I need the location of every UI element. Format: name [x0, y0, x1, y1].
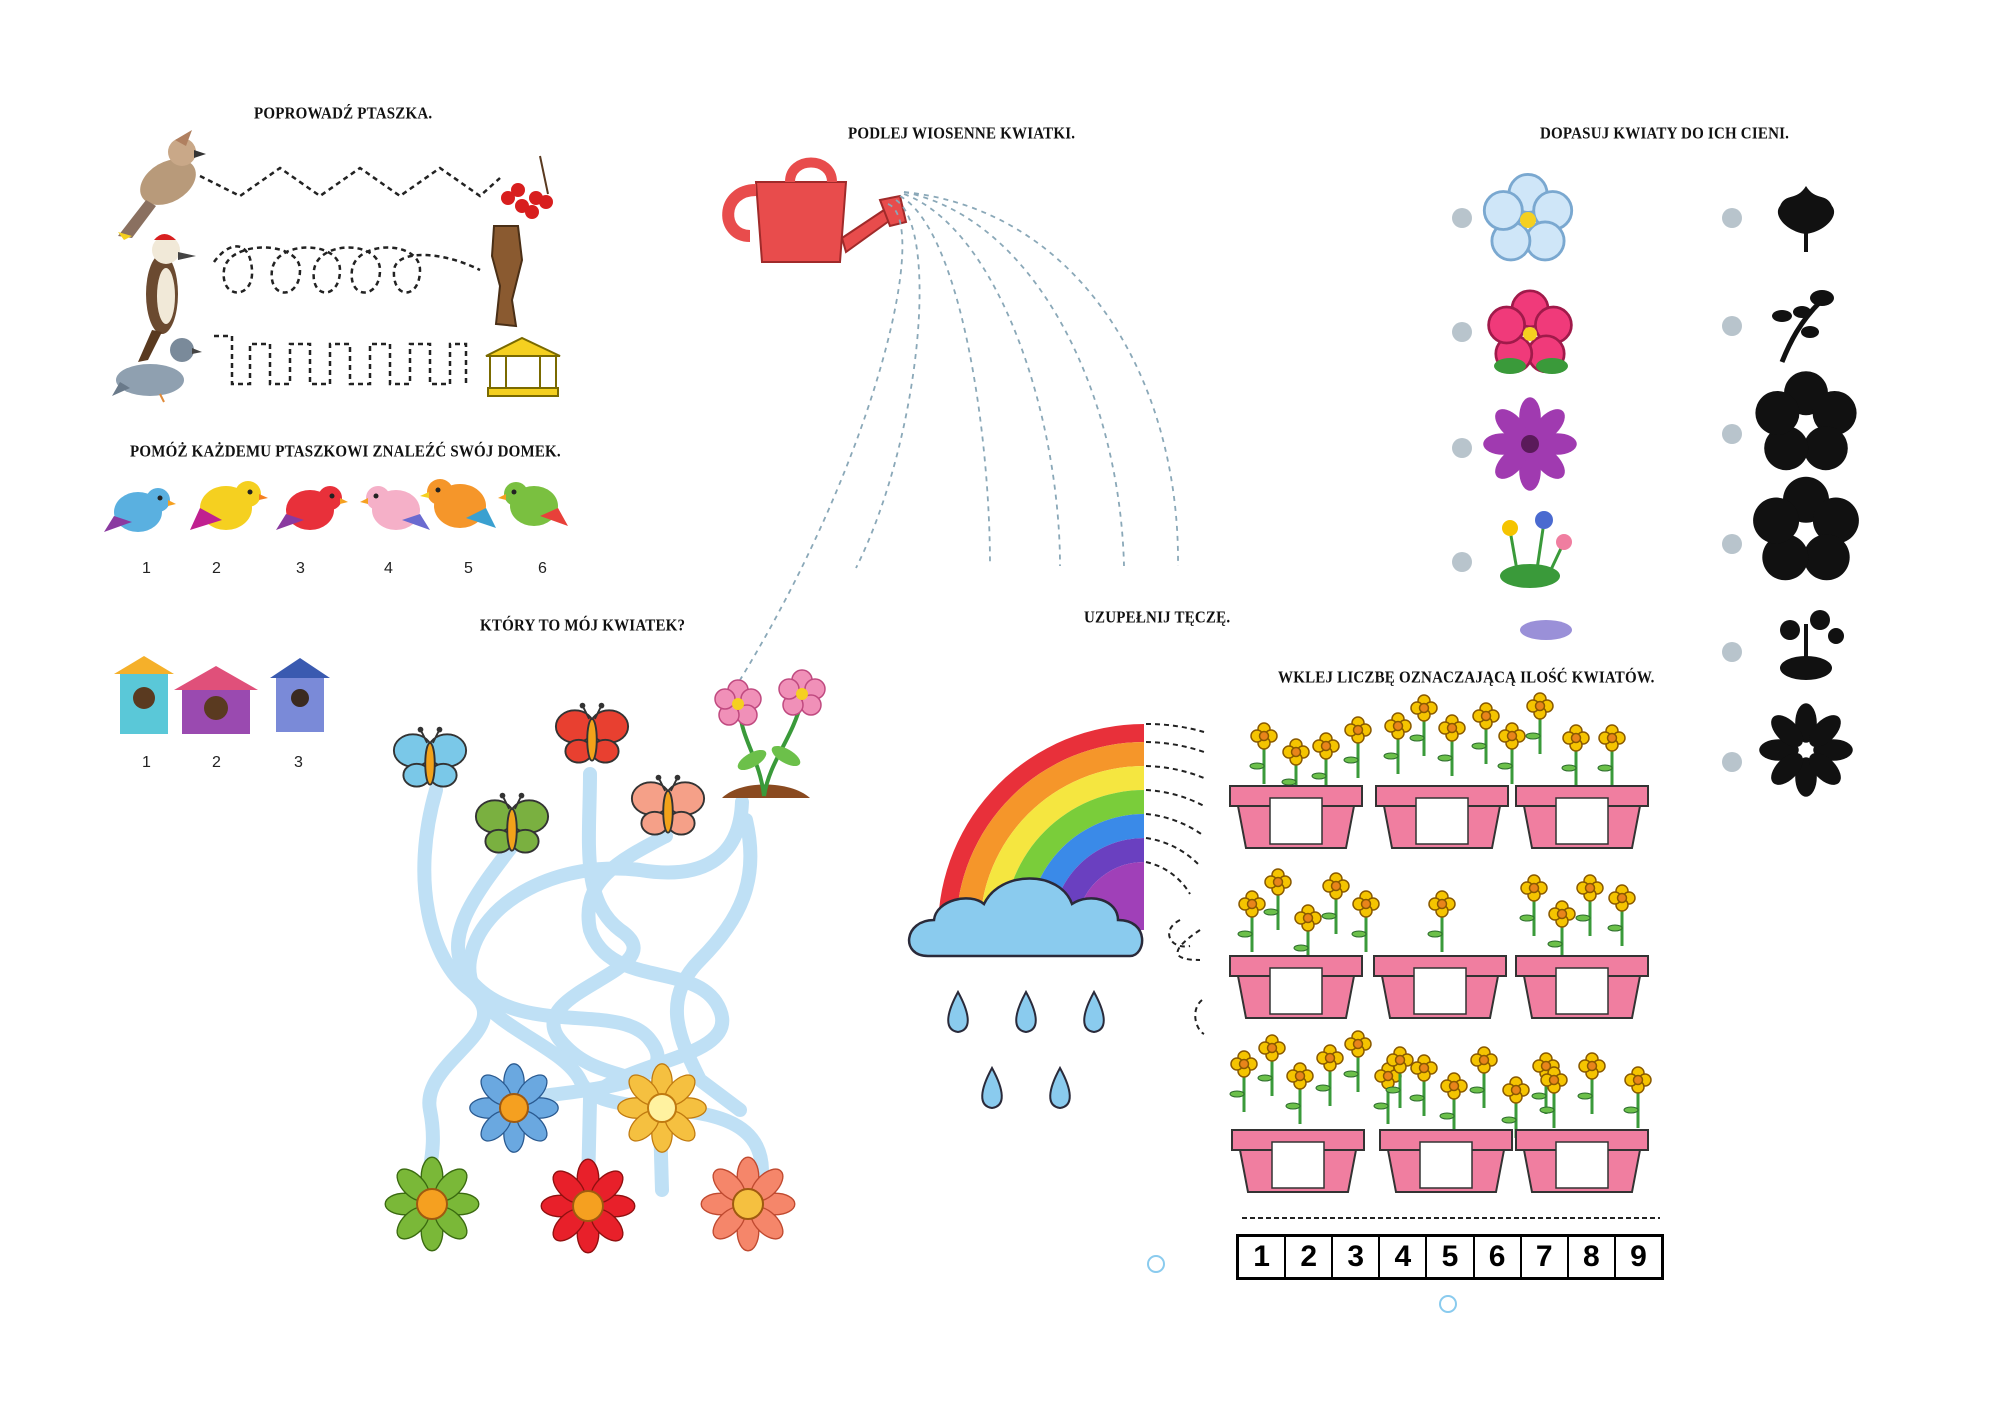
number-cell-4: 4 — [1380, 1237, 1428, 1277]
bird-number-3: 3 — [296, 560, 305, 577]
birds-row — [104, 479, 568, 532]
flower-pot-icon — [1229, 955, 1363, 1019]
butterfly-icon — [554, 701, 630, 764]
bird-icon — [360, 486, 430, 530]
number-strip: 1 2 3 4 5 6 7 8 9 — [1236, 1234, 1664, 1280]
bird-icon — [190, 481, 268, 530]
number-cell-2: 2 — [1286, 1237, 1334, 1277]
flower-icon — [700, 1156, 796, 1252]
rowan-berries-icon — [501, 155, 553, 219]
number-cell-7: 7 — [1522, 1237, 1569, 1277]
flower-shadow-icon — [1753, 476, 1859, 581]
flower-icon — [1483, 397, 1577, 491]
butterfly-icon — [392, 725, 468, 788]
gazebo-icon — [485, 336, 561, 397]
flower-pot-icon — [1515, 955, 1649, 1019]
number-cell-5: 5 — [1427, 1237, 1475, 1277]
rainbow-title: UZUPEŁNIJ TĘCZĘ. — [1084, 608, 1231, 628]
flower-icon — [1500, 511, 1572, 588]
butterfly-icon — [630, 773, 706, 836]
watering-title: PODLEJ WIOSENNE KWIATKI. — [848, 124, 1076, 144]
flower-icon — [469, 1063, 559, 1153]
flower-shadow-icon — [1777, 186, 1835, 252]
number-cell-8: 8 — [1569, 1237, 1616, 1277]
raindrop-icon — [981, 1065, 1003, 1110]
butterfly-icon — [474, 791, 550, 854]
woodpecker-icon — [138, 234, 196, 362]
number-cell-1: 1 — [1239, 1237, 1287, 1277]
bird-icon — [276, 486, 348, 530]
bird-house-title: POMÓŻ KAŻDEMU PTASZKOWI ZNALEŹĆ SWÓJ DOM… — [130, 442, 561, 462]
bird-number-2: 2 — [212, 560, 221, 577]
bird-number-1: 1 — [142, 560, 151, 577]
flower-shadow-icon — [1755, 371, 1857, 471]
birdhouse-icon — [174, 666, 258, 734]
shadow-match-activity — [1452, 172, 1859, 797]
house-number-2: 2 — [212, 754, 221, 771]
bird-icon — [498, 482, 568, 526]
bird-icon — [104, 488, 176, 532]
logo-icon — [1439, 1295, 1457, 1313]
raindrop-icon — [1083, 989, 1105, 1034]
cloud-icon — [908, 877, 1144, 958]
raindrop-icon — [947, 989, 969, 1034]
number-cell-6: 6 — [1475, 1237, 1522, 1277]
bird-number-5: 5 — [464, 560, 473, 577]
bark-icon — [490, 225, 524, 328]
number-cell-3: 3 — [1333, 1237, 1381, 1277]
rainbow-activity — [908, 722, 1205, 1273]
bird-trace-activity — [112, 130, 561, 403]
flower-pot-icon — [1373, 955, 1507, 1019]
flower-pot-icon — [1515, 785, 1649, 849]
count-title: WKLEJ LICZBĘ OZNACZAJĄCĄ ILOŚĆ KWIATÓW. — [1278, 668, 1655, 688]
flower-pot-icon — [1515, 1129, 1649, 1193]
flower-icon — [1520, 620, 1572, 640]
flower-shadow-icon — [1759, 703, 1853, 797]
number-cell-9: 9 — [1630, 1240, 1647, 1273]
bird-number-6: 6 — [538, 560, 547, 577]
flower-pot-icon — [1229, 785, 1363, 849]
flower-pot-icon — [1231, 1129, 1365, 1193]
flower-icon — [540, 1158, 636, 1254]
bird-number-4: 4 — [384, 560, 393, 577]
raindrop-icon — [1049, 1065, 1071, 1110]
flower-shadow-icon — [1772, 290, 1834, 363]
flower-icon — [1487, 289, 1573, 374]
flower-icon — [617, 1063, 707, 1153]
flower-pot-icon — [1379, 1129, 1513, 1193]
watering-can-icon — [722, 157, 908, 263]
bird-icon — [118, 130, 206, 240]
house-number-3: 3 — [294, 754, 303, 771]
pigeon-icon — [112, 338, 202, 403]
house-number-1: 1 — [142, 754, 151, 771]
bird-icon — [420, 479, 496, 528]
flower-pot-icon — [1375, 785, 1509, 849]
flower-icon — [1482, 172, 1574, 262]
raindrop-icon — [1015, 989, 1037, 1034]
shadows-title: DOPASUJ KWIATY DO ICH CIENI. — [1540, 124, 1790, 144]
logo-icon — [1147, 1255, 1165, 1273]
birdhouse-icon — [114, 656, 174, 734]
flower-icon — [384, 1156, 480, 1252]
birdhouses-row — [114, 656, 330, 734]
rainbow-icon — [938, 722, 1205, 1035]
watering-activity — [722, 157, 1179, 681]
flower-shadow-icon — [1780, 610, 1844, 680]
count-activity — [1229, 693, 1660, 1313]
flower-icon — [714, 669, 826, 798]
bird-trace-title: POPROWADŹ PTASZKA. — [254, 104, 433, 124]
flower-maze-activity — [384, 669, 826, 1254]
my-flower-title: KTÓRY TO MÓJ KWIATEK? — [480, 616, 686, 636]
birdhouse-icon — [270, 658, 330, 732]
